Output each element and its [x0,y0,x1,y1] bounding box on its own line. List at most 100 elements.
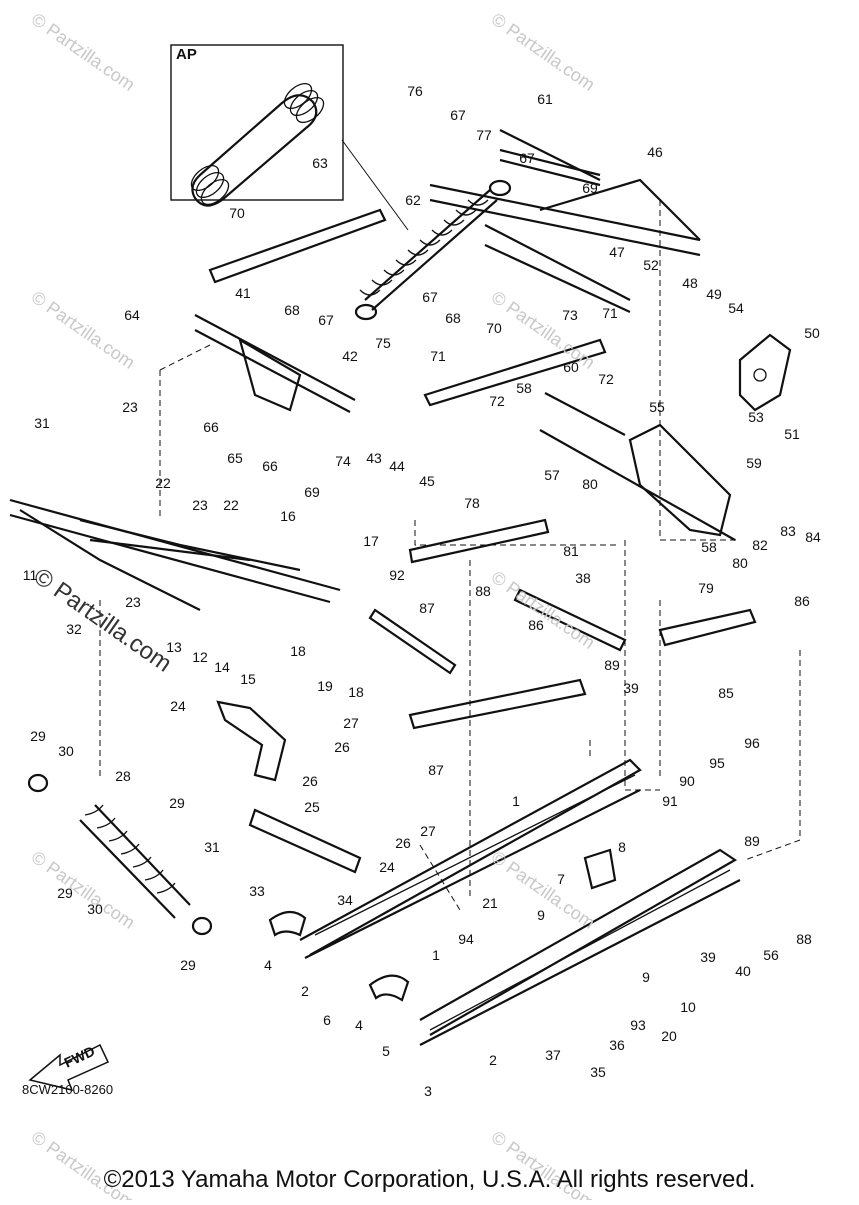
callout-49: 49 [706,286,722,302]
watermark: © Partzilla.com [488,287,599,373]
callout-27: 27 [343,715,359,731]
shock-28 [27,773,213,936]
callout-61: 61 [537,91,553,107]
callout-71: 71 [430,348,446,364]
callout-32: 32 [66,621,82,637]
callout-93: 93 [630,1017,646,1033]
callout-10: 10 [680,999,696,1015]
arm-79 [658,608,757,647]
callout-69: 69 [304,484,320,500]
callout-63: 63 [312,155,328,171]
callout-56: 56 [763,947,779,963]
shaft-78 [408,518,550,564]
callout-74: 74 [335,453,351,469]
callout-22: 22 [223,497,239,513]
callout-68: 68 [445,310,461,326]
callout-90: 90 [679,773,695,789]
callout-70: 70 [486,320,502,336]
callout-87: 87 [419,600,435,616]
callout-57: 57 [544,467,560,483]
callout-35: 35 [590,1064,606,1080]
callout-79: 79 [698,580,714,596]
callout-45: 45 [419,473,435,489]
callout-43: 43 [366,450,382,466]
callout-23: 23 [122,399,138,415]
callout-80: 80 [582,476,598,492]
callout-82: 82 [752,537,768,553]
callout-65: 65 [227,450,243,466]
callout-25: 25 [304,799,320,815]
callout-64: 64 [124,307,140,323]
callout-88: 88 [475,583,491,599]
front-arm-11 [9,498,341,611]
watermark: © Partzilla.com [28,847,139,933]
watermarks: © Partzilla.com © Partzilla.com © Partzi… [28,9,599,1205]
callout-62: 62 [405,192,421,208]
callout-67: 67 [422,289,438,305]
callout-88: 88 [796,931,812,947]
callout-73: 73 [562,307,578,323]
shaft-92 [368,608,457,675]
callout-68: 68 [284,302,300,318]
callout-59: 59 [746,455,762,471]
callout-92: 92 [389,567,405,583]
callout-95: 95 [709,755,725,771]
callout-11: 11 [23,567,38,583]
callout-38: 38 [575,570,591,586]
callout-72: 72 [598,371,614,387]
callout-18: 18 [290,643,306,659]
callout-48: 48 [682,275,698,291]
callout-9: 9 [537,907,545,923]
callout-37: 37 [545,1047,561,1063]
callout-86: 86 [528,617,544,633]
callout-94: 94 [458,931,474,947]
callout-71: 71 [602,305,618,321]
diagram-code: 8CW2100-8260 [22,1082,114,1097]
callout-87: 87 [428,762,444,778]
plate-53 [738,333,792,412]
callout-39: 39 [700,949,716,965]
callout-29: 29 [57,885,73,901]
rod-lower [408,678,587,730]
callout-23: 23 [192,497,208,513]
callout-44: 44 [389,458,405,474]
callout-31: 31 [204,839,220,855]
callout-26: 26 [395,835,411,851]
watermark-large: © Partzilla.com [29,563,177,678]
callout-39: 39 [623,680,639,696]
callout-40: 40 [735,963,751,979]
callout-labels: 7667776167694663627047524849545041686767… [23,83,821,1099]
watermark: © Partzilla.com [488,9,599,95]
callout-6: 6 [323,1012,331,1028]
callout-72: 72 [489,393,505,409]
bracket-55 [628,423,732,537]
callout-29: 29 [180,957,196,973]
callout-41: 41 [235,285,251,301]
callout-53: 53 [748,409,764,425]
brace-8 [583,848,617,890]
slide-rail-1-upper [299,758,642,959]
plate-4-b [368,974,410,1002]
callout-69: 69 [582,180,598,196]
callout-31: 31 [34,415,50,431]
callout-52: 52 [643,257,659,273]
callout-7: 7 [557,871,565,887]
callout-89: 89 [744,833,760,849]
callout-76: 76 [407,83,423,99]
callout-30: 30 [58,743,74,759]
callout-58: 58 [701,539,717,555]
callout-1: 1 [512,793,520,809]
callout-2: 2 [489,1052,497,1068]
callout-60: 60 [563,359,579,375]
callout-83: 83 [780,523,796,539]
callout-66: 66 [262,458,278,474]
callout-55: 55 [649,399,665,415]
callout-47: 47 [609,244,625,260]
callout-24: 24 [379,859,395,875]
callout-12: 12 [192,649,208,665]
rocker-41 [194,314,356,413]
callout-51: 51 [784,426,800,442]
callout-34: 34 [337,892,353,908]
callout-18: 18 [348,684,364,700]
